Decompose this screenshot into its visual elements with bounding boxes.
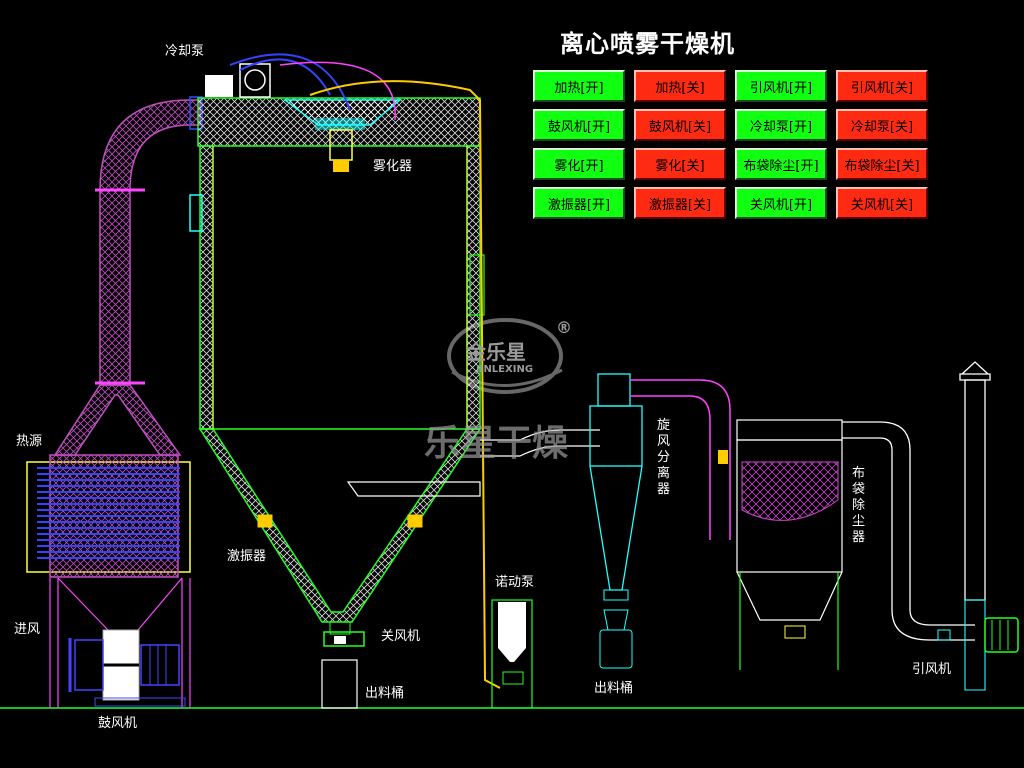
label-vibrator: 激振器: [227, 549, 267, 564]
airlock-off-button[interactable]: 关风机[关]: [836, 187, 928, 219]
heater-unit: [26, 454, 191, 708]
induced-fan-on-button[interactable]: 引风机[开]: [735, 70, 827, 102]
induced-fan-off-button[interactable]: 引风机[关]: [836, 70, 928, 102]
watermark-registered: ®: [556, 318, 572, 337]
cooling-pump-off-button[interactable]: 冷却泵[关]: [836, 109, 928, 141]
page-title: 离心喷雾干燥机: [560, 30, 735, 58]
label-discharge-bucket-2: 出料桶: [594, 681, 634, 696]
cooling-pump-on-button[interactable]: 冷却泵[开]: [735, 109, 827, 141]
label-cooling-pump: 冷却泵: [165, 44, 205, 59]
bag-filter-off-button[interactable]: 布袋除尘[关]: [836, 148, 928, 180]
label-atomizer: 雾化器: [373, 159, 413, 174]
label-bag-filter: 布袋除尘器: [852, 466, 866, 545]
induced-fan-stack: [937, 361, 1019, 691]
bag-filter-on-button[interactable]: 布袋除尘[开]: [735, 148, 827, 180]
watermark-brand-en: JINLEXING: [476, 364, 534, 375]
blower-on-button[interactable]: 鼓风机[开]: [533, 109, 625, 141]
label-peristaltic-pump: 诺动泵: [495, 575, 535, 590]
label-airlock: 关风机: [381, 629, 421, 644]
bag-filter: [718, 419, 975, 670]
cyclone-separator: [589, 373, 731, 669]
label-heat-source: 热源: [16, 434, 43, 449]
hot-air-duct: [53, 96, 203, 456]
label-blower: 鼓风机: [98, 716, 138, 731]
blower-machine: [68, 629, 186, 707]
watermark-brand-cn: 金乐星: [466, 340, 526, 364]
heat-on-button[interactable]: 加热[开]: [533, 70, 625, 102]
vibrator-on-button[interactable]: 激振器[开]: [533, 187, 625, 219]
heat-off-button[interactable]: 加热[关]: [634, 70, 726, 102]
chamber-cyclone-duct: [480, 429, 600, 457]
drying-chamber: [189, 97, 485, 623]
watermark-slogan: 乐星干燥: [424, 423, 569, 464]
airlock-valve: [321, 621, 365, 709]
label-discharge-bucket-1: 出料桶: [365, 686, 405, 701]
atomize-on-button[interactable]: 雾化[开]: [533, 148, 625, 180]
watermark-logo: [447, 318, 563, 394]
label-air-inlet: 进风: [14, 622, 41, 637]
atomizer-assembly: [205, 53, 501, 689]
vibrator-off-button[interactable]: 激振器[关]: [634, 187, 726, 219]
label-induced-fan: 引风机: [912, 662, 952, 677]
airlock-on-button[interactable]: 关风机[开]: [735, 187, 827, 219]
label-cyclone: 旋风分离器: [657, 418, 671, 497]
atomize-off-button[interactable]: 雾化[关]: [634, 148, 726, 180]
blower-off-button[interactable]: 鼓风机[关]: [634, 109, 726, 141]
peristaltic-pump: [491, 599, 533, 709]
